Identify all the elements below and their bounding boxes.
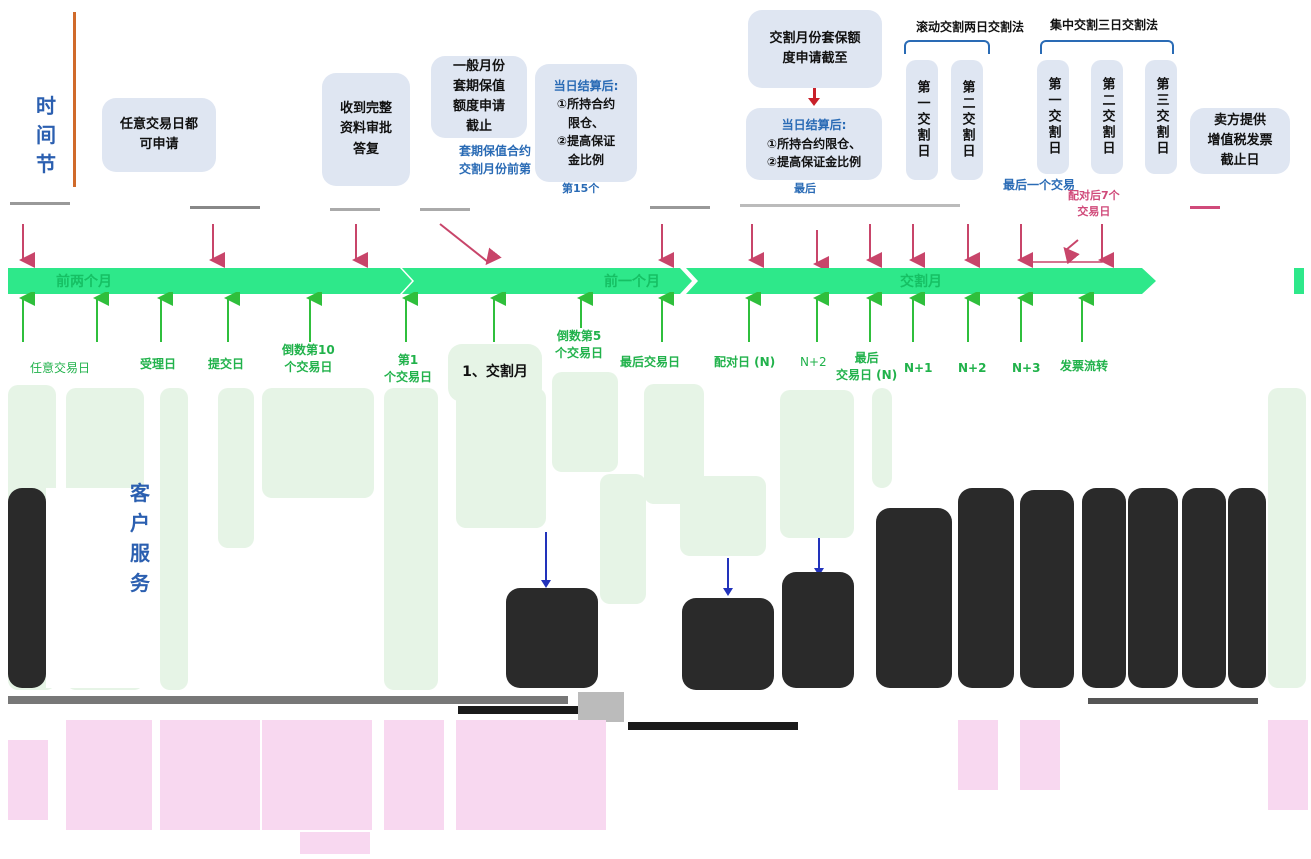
bottom-noise-strip	[8, 692, 1258, 730]
monthly-quota-deadline-box: 一般月份 套期保值 额度申请 截止	[431, 56, 527, 138]
band-label-delivery-month: 交割月	[900, 274, 942, 290]
mark-submission-day: 提交日	[208, 357, 245, 371]
band-label-two-months: 前两个月	[56, 274, 112, 290]
hedge-contract-note: 套期保值合约 交割月份前第	[458, 144, 531, 176]
mark-n-plus-3: N+3	[1012, 361, 1041, 375]
mark-acceptance-day: 受理日	[140, 357, 177, 371]
central-day-3: 第三交割日	[1145, 60, 1177, 174]
mark-last-trading-day-n: 最后 交易日 (N)	[836, 351, 898, 382]
settlement-box-b: 当日结算后: ①所持合约限仓、 ②提高保证金比例	[746, 108, 882, 180]
mark-n-plus-2-a: N+2	[800, 355, 827, 369]
mark-first-trading-day: 第1 个交易日	[384, 353, 433, 384]
band-label-one-month: 前一个月	[604, 274, 660, 290]
pink-block	[262, 720, 372, 830]
garbled-block	[782, 572, 854, 688]
mark-n-plus-2-b: N+2	[958, 361, 987, 375]
any-day-apply-box: 任意交易日都 可申请	[102, 98, 216, 172]
lower-card	[872, 388, 892, 488]
down-arrows	[19, 223, 1114, 270]
central-day-2: 第二交割日	[1091, 60, 1123, 174]
lower-blue-arrows	[541, 532, 824, 596]
mark-any-trading-day: 任意交易日	[30, 361, 91, 375]
partial-last-label: 最后	[794, 182, 816, 195]
pink-block	[300, 832, 370, 854]
rolling-day-2: 第二交割日	[951, 60, 983, 180]
time-node-title: 时间节	[36, 94, 56, 176]
pink-block	[456, 720, 606, 830]
central-method-label: 集中交割三日交割法	[1050, 18, 1159, 32]
noise-stroke	[420, 208, 470, 211]
noise-stroke	[740, 204, 960, 207]
garbled-block	[506, 588, 598, 688]
delivery-quota-box: 交割月份套保额 度申请截至	[748, 10, 882, 88]
central-bracket	[1040, 40, 1174, 54]
lower-card	[780, 390, 854, 538]
divider-line	[73, 12, 76, 187]
settlement-a-partial: 第15个	[562, 182, 600, 195]
noise-stroke	[190, 206, 260, 209]
central-day-1: 第一交割日	[1037, 60, 1069, 174]
pink-block	[958, 720, 998, 790]
pink-block	[384, 720, 444, 830]
pink-block	[8, 740, 48, 820]
settlement-b-title: 当日结算后:	[781, 118, 847, 133]
noise-stroke	[1088, 698, 1258, 704]
lower-card	[160, 388, 188, 690]
review-reply-box: 收到完整 资料审批 答复	[322, 73, 410, 186]
noise-stroke	[578, 692, 624, 722]
rolling-method-label: 滚动交割两日交割法	[916, 20, 1025, 34]
pink-block	[66, 720, 152, 830]
partial-last-trading-label: 最后一个交易	[1003, 178, 1076, 192]
lower-card	[600, 474, 646, 604]
rolling-day-1: 第一交割日	[906, 60, 938, 180]
noise-stroke	[1190, 206, 1220, 209]
noise-row-top	[10, 196, 1260, 222]
noise-stroke	[8, 696, 568, 704]
lower-card	[262, 388, 374, 498]
garbled-block	[1228, 488, 1266, 688]
rolling-bracket	[904, 40, 990, 54]
lower-card	[218, 388, 254, 548]
garbled-block	[1082, 488, 1126, 688]
mark-5th-last-day: 倒数第5 个交易日	[555, 329, 604, 360]
timeline-band	[8, 268, 1304, 294]
mark-10th-last-day: 倒数第10 个交易日	[282, 343, 335, 374]
quota-down-arrowhead	[808, 98, 820, 106]
settlement-a-body: ①所持合约 限仓、 ②提高保证 金比例	[556, 97, 616, 167]
lower-card	[456, 388, 546, 528]
garbled-block	[1020, 490, 1074, 688]
customer-service-panel	[46, 488, 160, 688]
settlement-box-a: 当日结算后: ①所持合约 限仓、 ②提高保证 金比例	[535, 64, 637, 182]
mark-n-plus-1: N+1	[904, 361, 933, 375]
pink-block	[1020, 720, 1060, 790]
garbled-block	[1182, 488, 1226, 688]
noise-stroke	[10, 202, 70, 205]
settlement-a-title: 当日结算后:	[553, 78, 619, 93]
mark-invoice-circulation: 发票流转	[1060, 359, 1109, 373]
garbled-block	[8, 488, 46, 688]
mark-last-trading-day: 最后交易日	[620, 355, 681, 369]
pink-block	[160, 720, 260, 830]
garbled-block	[1128, 488, 1178, 688]
invoice-deadline-box: 卖方提供 增值税发票 截止日	[1190, 108, 1290, 174]
lower-card	[680, 476, 766, 556]
pink-block	[1268, 720, 1308, 810]
quota-down-arrow	[813, 88, 816, 100]
mark-matching-day: 配对日 (N)	[714, 355, 776, 369]
up-arrows	[19, 292, 1094, 342]
noise-stroke	[650, 206, 710, 209]
customer-service-title: 客户服务	[130, 481, 150, 595]
garbled-block	[958, 488, 1014, 688]
settlement-b-body: ①所持合约限仓、 ②提高保证金比例	[766, 136, 862, 170]
noise-stroke	[628, 722, 798, 730]
after-match-note: 配对后7个 交易日	[1068, 189, 1120, 218]
lower-card	[552, 372, 618, 472]
noise-stroke	[330, 208, 380, 211]
lower-card	[1268, 388, 1306, 688]
lower-card	[384, 388, 438, 690]
garbled-block	[682, 598, 774, 690]
noise-stroke	[458, 706, 578, 714]
garbled-block	[876, 508, 952, 688]
